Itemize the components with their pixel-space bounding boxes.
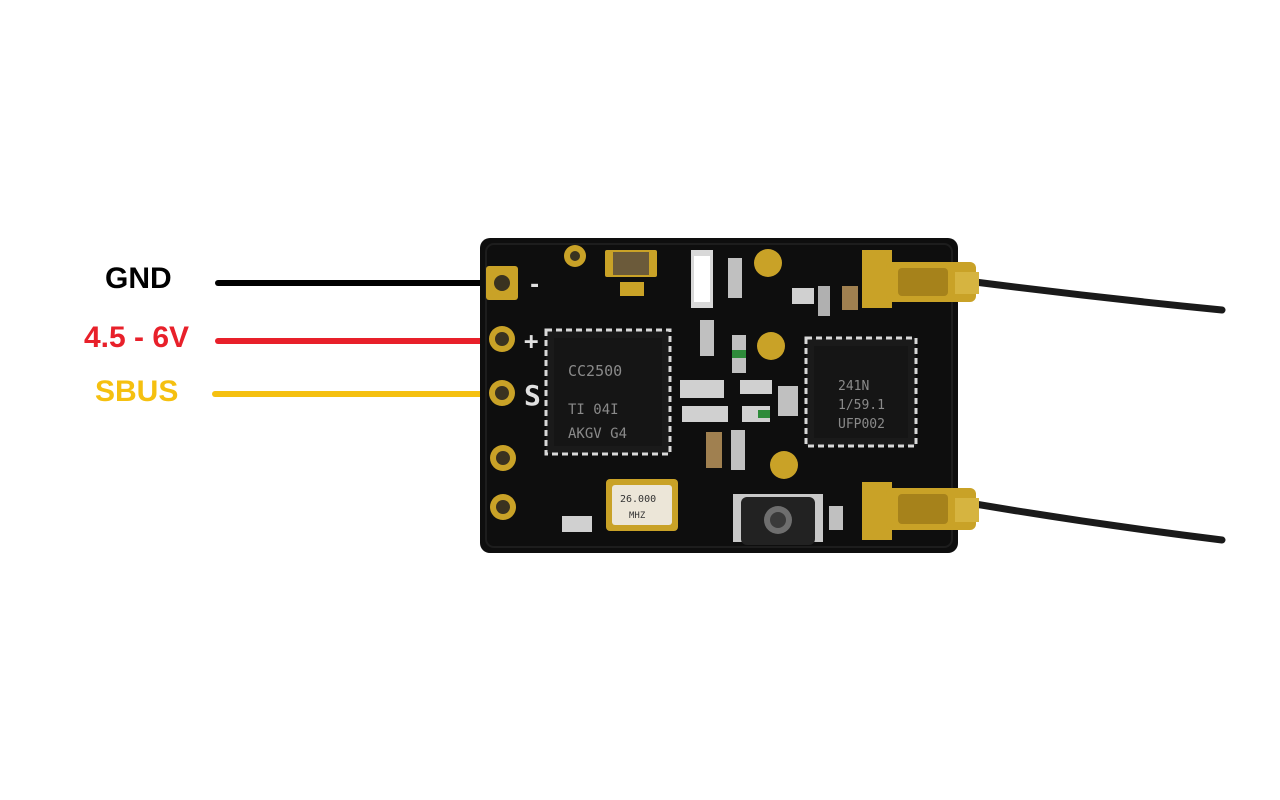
svg-text:UFP002: UFP002	[838, 417, 885, 432]
svg-text:1/59.1: 1/59.1	[838, 398, 885, 413]
antenna-top	[971, 278, 1226, 314]
silk-plus: +	[524, 327, 538, 355]
svg-text:MHZ: MHZ	[629, 511, 646, 521]
pin-pads	[486, 266, 518, 520]
silk-minus: -	[528, 273, 541, 298]
label-sbus: SBUS	[95, 375, 179, 408]
chip-amplifier: 241N 1/59.1 UFP002	[804, 336, 918, 448]
bind-button	[733, 494, 823, 545]
silk-s: S	[524, 379, 541, 412]
label-gnd: GND	[105, 262, 172, 295]
chip-cc2500: CC2500 TI 04I AKGV G4	[544, 328, 672, 456]
label-power: 4.5 - 6V	[84, 321, 190, 354]
svg-text:26.000: 26.000	[620, 494, 656, 505]
smd-components	[562, 250, 858, 532]
antenna-bottom	[971, 500, 1226, 544]
svg-text:TI 04I: TI 04I	[568, 402, 619, 418]
crystal: 26.000 MHZ	[606, 479, 678, 531]
antenna-connector-bottom	[862, 482, 979, 540]
svg-text:AKGV G4: AKGV G4	[568, 426, 627, 442]
svg-text:241N: 241N	[838, 379, 869, 394]
antenna-connector-top	[862, 250, 979, 308]
svg-text:CC2500: CC2500	[568, 362, 622, 380]
